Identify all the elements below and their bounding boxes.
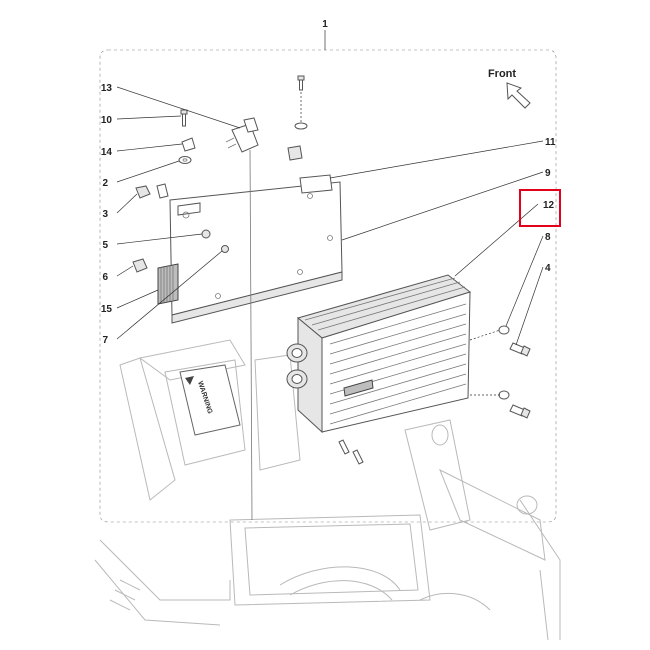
front-arrow-icon xyxy=(506,82,531,109)
callout-8: 8 xyxy=(545,232,551,243)
motor-controller xyxy=(286,274,472,434)
assembly-boundary xyxy=(99,49,557,523)
callout-13: 13 xyxy=(101,83,113,94)
machine-frame-ghost xyxy=(94,339,561,641)
highlight-box-callout-12[interactable] xyxy=(519,189,561,227)
callout-11: 11 xyxy=(545,137,556,148)
mounting-plate xyxy=(169,174,343,324)
callout-10: 10 xyxy=(101,115,113,126)
callout-labels: 1 Front 13 10 14 2 3 5 6 15 7 11 9 12 8 … xyxy=(101,19,556,346)
callout-9: 9 xyxy=(545,168,551,179)
callout-14: 14 xyxy=(101,147,113,158)
callout-2: 2 xyxy=(102,178,108,189)
heatsink-15 xyxy=(157,263,179,305)
power-cord-13 xyxy=(225,117,259,521)
callout-12: 12 xyxy=(543,200,555,211)
callout-5: 5 xyxy=(102,240,108,251)
callout-6: 6 xyxy=(102,272,108,283)
leader-lines xyxy=(116,86,544,346)
callout-4: 4 xyxy=(545,263,551,274)
hardware-parts xyxy=(132,75,531,465)
warning-decal: WARNING xyxy=(179,364,241,436)
front-label: Front xyxy=(488,68,516,80)
assembly-label: 1 xyxy=(322,19,328,30)
callout-7: 7 xyxy=(102,335,108,346)
callout-3: 3 xyxy=(102,209,108,220)
callout-15: 15 xyxy=(101,304,113,315)
